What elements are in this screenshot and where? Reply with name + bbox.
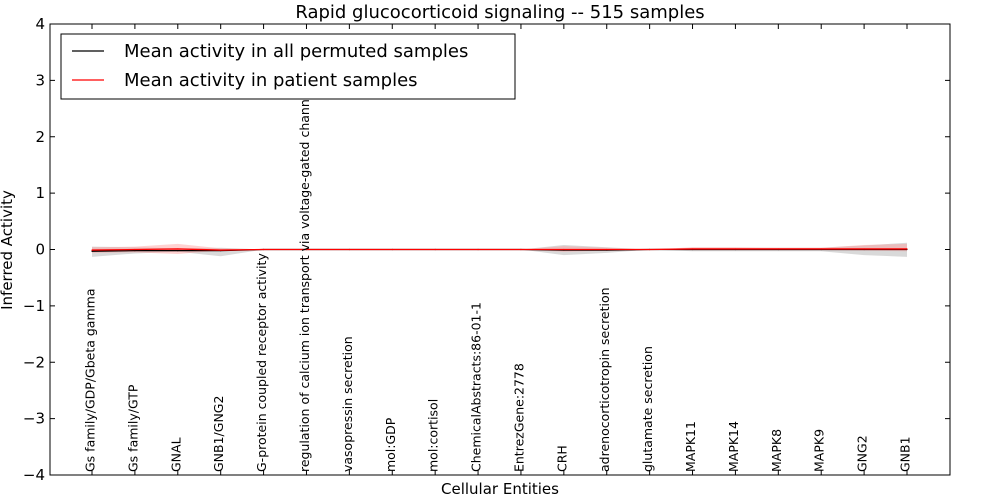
entity-label: mol:GDP (383, 417, 398, 472)
data-point (820, 248, 822, 250)
y-tick-label: 1 (35, 184, 45, 202)
data-point (691, 248, 694, 250)
y-tick-label: −1 (23, 297, 45, 315)
y-tick-label: −4 (23, 466, 45, 484)
x-axis-label: Cellular Entities (441, 480, 559, 498)
data-point (906, 248, 908, 250)
data-point (220, 249, 222, 251)
data-point (305, 248, 308, 251)
entity-label: glutamate secretion (640, 346, 655, 472)
entity-label: Gs family/GDP/Gbeta gamma (83, 289, 98, 472)
y-tick-label: 2 (35, 128, 45, 146)
y-tick-label: 3 (35, 71, 45, 89)
entity-label: Gs family/GTP (125, 384, 140, 472)
entity-label: regulation of calcium ion transport via … (297, 82, 312, 472)
entity-labels: Gs family/GDP/Gbeta gamma Gs family/GTP GN… (83, 82, 913, 472)
entity-label: MAPK14 (726, 421, 741, 472)
y-tick-label: 0 (35, 241, 45, 259)
data-point (177, 250, 179, 252)
series-line-patient (91, 248, 907, 251)
entity-label: GNB1 (898, 436, 913, 472)
entity-label: adrenocorticotropin secretion (597, 287, 612, 472)
data-point (262, 248, 265, 251)
entity-label: MAPK9 (812, 429, 827, 472)
y-tick-label: 4 (35, 15, 45, 33)
data-point (563, 248, 565, 251)
data-point (520, 248, 522, 251)
data-point (477, 248, 479, 251)
legend-label-patient: Mean activity in patient samples (124, 70, 418, 91)
data-point (134, 250, 136, 252)
entity-label: GNB1/GNG2 (211, 396, 226, 472)
entity-label: GNG2 (855, 435, 870, 472)
entity-label: ChemicalAbstracts:86-01-1 (469, 302, 484, 472)
legend-label-permuted: Mean activity in all permuted samples (124, 41, 468, 62)
data-point (734, 248, 737, 250)
x-axis-ticks (91, 24, 908, 475)
data-point (777, 248, 779, 250)
data-point (348, 248, 350, 251)
entity-label: GNAL (168, 437, 183, 472)
data-point (863, 248, 865, 250)
y-axis-label: Inferred Activity (0, 190, 16, 310)
entity-label: mol:cortisol (426, 399, 441, 472)
y-tick-label: −2 (23, 353, 45, 371)
data-point (134, 248, 136, 251)
y-tick-label: −3 (23, 410, 45, 428)
y-axis-ticks: −4 −3 −2 −1 0 1 2 3 4 (23, 15, 950, 484)
entity-label: CRH (554, 445, 569, 472)
entity-label: MAPK8 (769, 429, 784, 472)
entity-label: EntrezGene:2778 (511, 363, 526, 472)
data-point (91, 249, 93, 251)
legend-box (60, 33, 516, 100)
series-lines (91, 248, 908, 252)
chart-title: Rapid glucocorticoid signaling -- 515 sa… (295, 2, 704, 23)
data-point (649, 248, 651, 251)
entity-label: G-protein coupled receptor activity (254, 253, 269, 472)
entity-label: MAPK11 (683, 421, 698, 472)
data-point (391, 248, 393, 251)
data-point (177, 248, 179, 250)
entity-label: vasopressin secretion (340, 336, 355, 472)
data-point (91, 250, 93, 252)
legend: Mean activity in all permuted samples Me… (60, 33, 516, 100)
data-point (434, 248, 436, 251)
data-point (606, 248, 608, 251)
